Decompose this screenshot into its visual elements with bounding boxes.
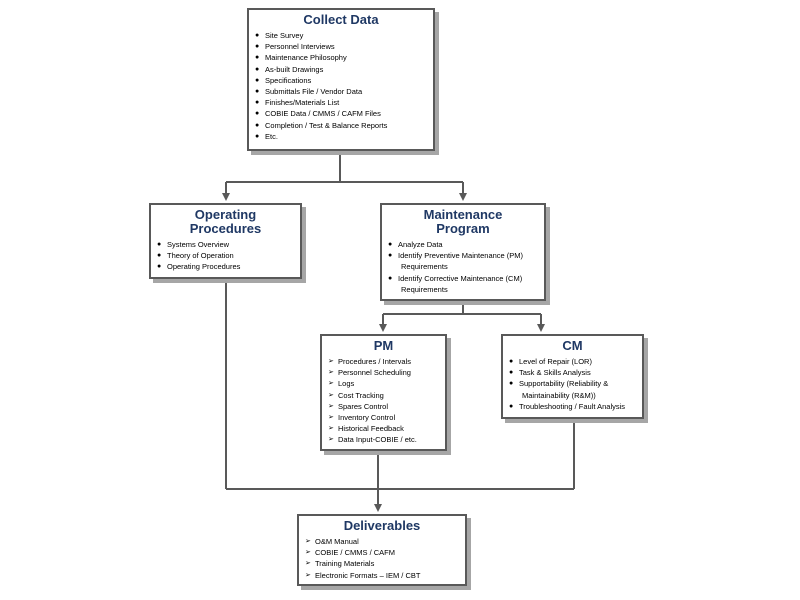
arrow-bullet-icon: ➢ — [328, 391, 334, 399]
list-item: ➢Logs — [328, 379, 355, 389]
operating-procedures-list: ●Systems Overview ●Theory of Operation ●… — [157, 239, 294, 273]
list-item: ➢Training Materials — [305, 559, 375, 569]
bullet-icon: ● — [255, 43, 260, 51]
arrow-bullet-icon: ➢ — [305, 560, 311, 568]
pm-box: PM ➢Procedures / Intervals ➢Personnel Sc… — [320, 334, 447, 451]
bullet-icon: ● — [255, 132, 260, 140]
list-item: ●As-built Drawings — [255, 64, 324, 74]
deliverables-title: Deliverables — [343, 518, 421, 533]
list-item: ●Troubleshooting / Fault Analysis — [509, 401, 626, 411]
bullet-icon: ● — [388, 274, 393, 282]
list-item: ➢Data Input-COBIE / etc. — [328, 435, 417, 445]
bullet-icon: ● — [509, 369, 514, 377]
arrow-bullet-icon: ➢ — [305, 571, 311, 579]
arrow-bullet-icon: ➢ — [328, 358, 334, 365]
arrow-bullet-icon: ➢ — [328, 369, 334, 377]
list-item: ➢Spares Control — [328, 401, 389, 411]
collect-data-box: Collect Data ●Site Survey ●Personnel Int… — [247, 8, 435, 151]
pm-title: PM — [373, 338, 394, 353]
list-item: ●COBIE Data / CMMS / CAFM Files — [255, 109, 381, 119]
arrow-bullet-icon: ➢ — [328, 380, 334, 388]
arrow-bullet-icon: ➢ — [328, 425, 334, 433]
arrow-bullet-icon: ➢ — [328, 436, 334, 444]
bullet-icon: ● — [509, 358, 514, 365]
pm-list: ➢Procedures / Intervals ➢Personnel Sched… — [328, 356, 439, 446]
collect-data-title: Collect Data — [303, 12, 379, 27]
list-item: ➢Personnel Scheduling — [328, 368, 411, 378]
list-item: ➢O&M Manual — [305, 537, 359, 546]
arrow-bullet-icon: ➢ — [328, 414, 334, 422]
maintenance-program-list: ●Analyze Data ●Identify Preventive Maint… — [388, 239, 538, 295]
operating-procedures-title: Operating Procedures — [189, 207, 262, 236]
list-item: ➢Procedures / Intervals — [328, 357, 411, 366]
deliverables-box: Deliverables ➢O&M Manual ➢COBIE / CMMS /… — [297, 514, 467, 586]
list-item: ●Level of Repair (LOR) — [509, 357, 592, 366]
list-item: ●Specifications — [255, 75, 312, 85]
list-item: ➢COBIE / CMMS / CAFM — [305, 548, 396, 558]
list-item: ●Completion / Test & Balance Reports — [255, 120, 388, 130]
list-item: ●Analyze Data — [388, 240, 443, 249]
bullet-icon: ● — [255, 88, 260, 96]
list-item: ➢Electronic Formats – IEM / CBT — [305, 570, 421, 580]
bullet-icon: ● — [255, 54, 260, 62]
list-item: ➢Historical Feedback — [328, 424, 404, 434]
bullet-icon: ● — [157, 241, 162, 248]
list-item: ●Submittals File / Vendor Data — [255, 87, 363, 97]
cm-list: ●Level of Repair (LOR) ●Task & Skills An… — [509, 356, 636, 412]
bullet-icon: ● — [255, 76, 260, 84]
bullet-icon: ● — [255, 65, 260, 73]
bullet-icon: ● — [157, 252, 162, 260]
list-item: ➢Inventory Control — [328, 413, 396, 423]
list-item: ●Task & Skills Analysis — [509, 368, 591, 378]
list-item: ●Operating Procedures — [157, 262, 241, 272]
bullet-icon: ● — [509, 380, 514, 388]
list-item: ●Identify Corrective Maintenance (CM)Req… — [388, 273, 523, 294]
list-item: ●Systems Overview — [157, 240, 230, 249]
bullet-icon: ● — [255, 32, 260, 39]
cm-title: CM — [562, 338, 583, 353]
bullet-icon: ● — [255, 99, 260, 107]
arrow-bullet-icon: ➢ — [305, 549, 311, 557]
list-item: ➢Cost Tracking — [328, 390, 384, 400]
deliverables-list: ➢O&M Manual ➢COBIE / CMMS / CAFM ➢Traini… — [305, 536, 459, 581]
list-item: ●Identify Preventive Maintenance (PM)Req… — [388, 251, 524, 272]
maintenance-program-title: Maintenance Program — [423, 207, 503, 236]
list-item: ●Theory of Operation — [157, 251, 234, 261]
list-item: ●Supportability (Reliability &Maintainab… — [509, 379, 609, 400]
bullet-icon: ● — [388, 241, 393, 248]
arrow-bullet-icon: ➢ — [328, 402, 334, 410]
bullet-icon: ● — [509, 402, 514, 410]
maintenance-program-box: Maintenance Program ●Analyze Data ●Ident… — [380, 203, 546, 301]
list-item: ●Maintenance Philosophy — [255, 53, 347, 63]
operating-procedures-box: Operating Procedures ●Systems Overview ●… — [149, 203, 302, 279]
list-item: ●Site Survey — [255, 31, 304, 40]
bullet-icon: ● — [255, 110, 260, 118]
list-item: ●Finishes/Materials List — [255, 98, 340, 108]
collect-data-list: ●Site Survey ●Personnel Interviews ●Main… — [255, 30, 427, 142]
cm-box: CM ●Level of Repair (LOR) ●Task & Skills… — [501, 334, 644, 419]
list-item: ●Personnel Interviews — [255, 42, 335, 52]
arrow-bullet-icon: ➢ — [305, 538, 311, 545]
bullet-icon: ● — [388, 252, 393, 260]
bullet-icon: ● — [157, 263, 162, 271]
list-item: ●Etc. — [255, 131, 278, 141]
bullet-icon: ● — [255, 121, 260, 129]
